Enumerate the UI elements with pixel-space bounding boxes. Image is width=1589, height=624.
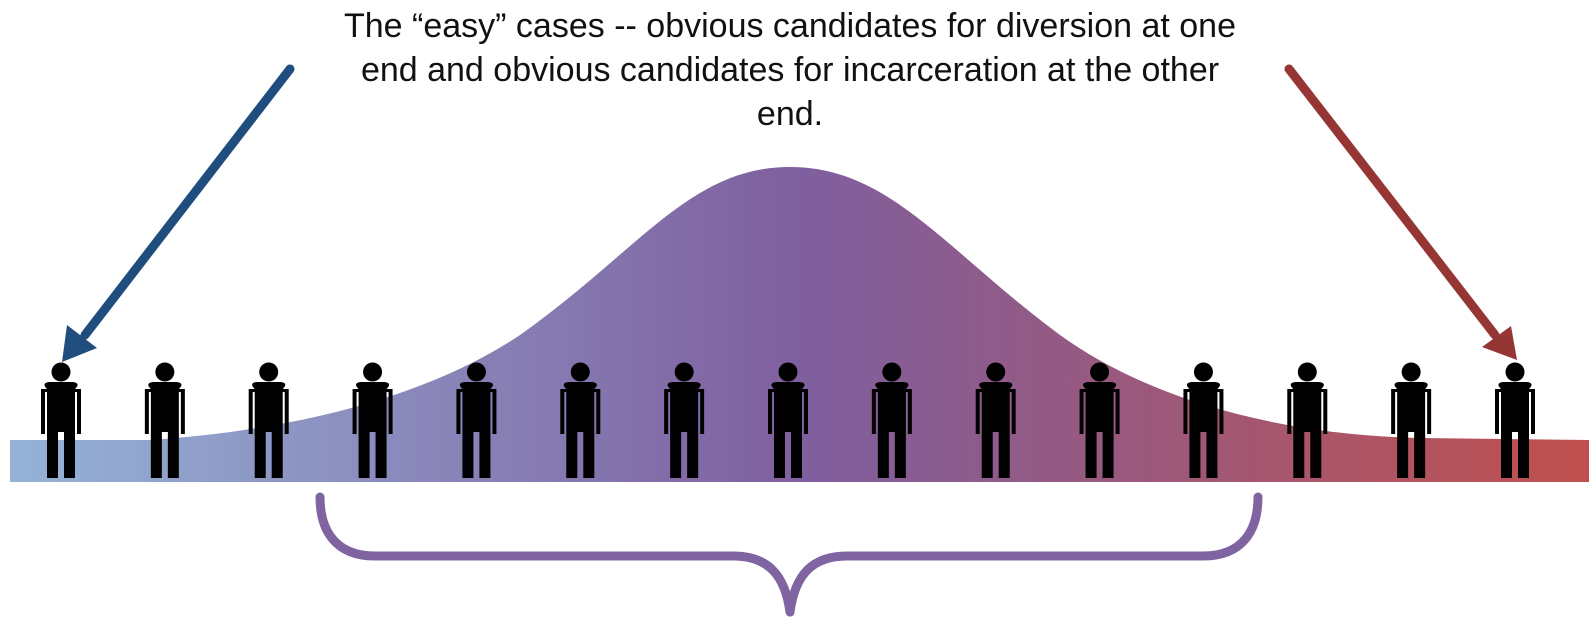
people-row — [41, 362, 1535, 478]
person-icon — [41, 362, 81, 478]
person-icon — [975, 362, 1016, 478]
person-icon — [1495, 362, 1535, 478]
person-icon — [1079, 362, 1120, 478]
person-icon — [352, 362, 393, 478]
arrow-down-right-icon — [1284, 64, 1517, 360]
person-icon — [1287, 362, 1328, 478]
caption-text: The “easy” cases -- obvious candidates f… — [343, 7, 1236, 133]
arrow-down-left-icon — [62, 64, 295, 362]
curly-brace-icon — [315, 492, 1263, 617]
person-icon — [1391, 362, 1432, 478]
person-icon — [664, 362, 705, 478]
person-icon — [248, 362, 289, 478]
person-icon — [456, 362, 497, 478]
person-icon — [560, 362, 601, 478]
person-icon — [1183, 362, 1224, 478]
person-icon — [871, 362, 912, 478]
person-icon — [144, 362, 185, 478]
person-icon — [768, 362, 808, 478]
